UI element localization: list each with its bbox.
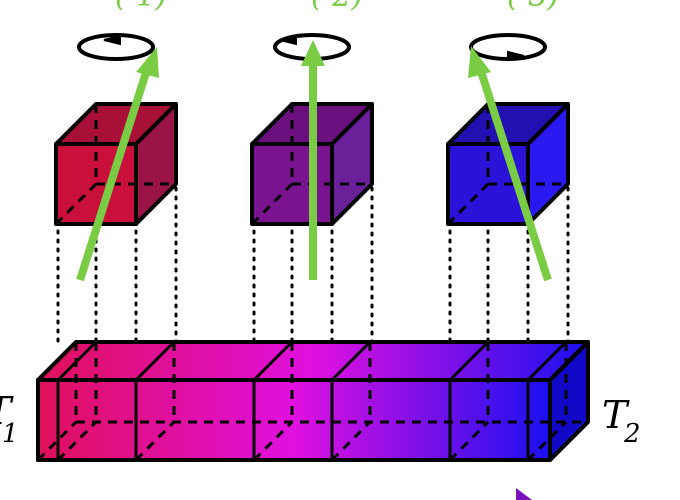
rotation-arrowhead-3	[507, 50, 525, 62]
bar-top-face	[36, 340, 590, 382]
svg-text:T: T	[0, 389, 14, 433]
svg-text:T: T	[602, 393, 630, 437]
spin-arrow-2	[301, 40, 325, 280]
top-label-2: (·2)	[311, 0, 363, 14]
bar-block	[36, 340, 590, 462]
corner-marker	[516, 488, 532, 500]
right-label-T2: T 2	[602, 393, 641, 449]
rotation-circle-1	[77, 33, 155, 61]
rotation-arrowhead-2	[279, 34, 297, 46]
spin-arrow-1	[76, 47, 159, 282]
svg-text:2: 2	[623, 419, 641, 449]
svg-text:1: 1	[2, 419, 19, 449]
top-label-3: (·3)	[507, 0, 559, 14]
bar-front-face	[36, 378, 552, 462]
spin-arrow-3	[468, 46, 552, 282]
rotation-arrowhead-1	[103, 34, 121, 46]
cube-1	[54, 102, 178, 226]
cube-2	[250, 102, 374, 226]
spin-unit-3	[446, 33, 570, 282]
spin-unit-2	[250, 33, 374, 280]
top-label-1: (·1)	[115, 0, 167, 14]
spin-unit-1	[54, 33, 178, 282]
left-label-T1: T 1	[0, 389, 19, 449]
